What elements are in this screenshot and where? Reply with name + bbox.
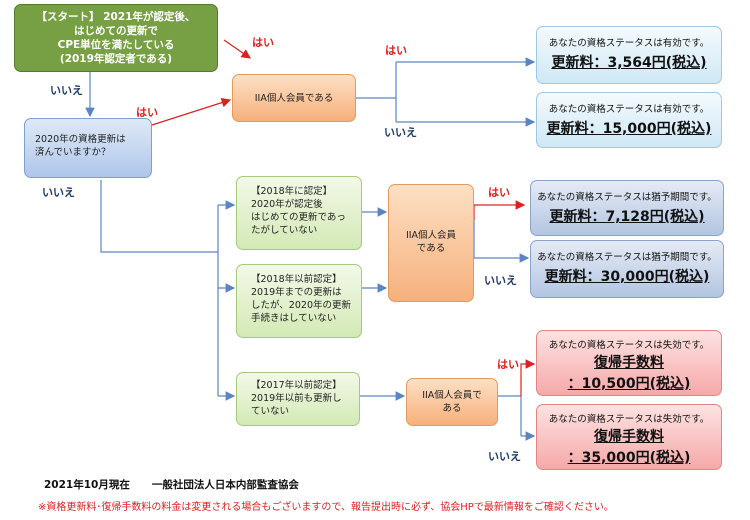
arrow-top-member-branch	[356, 61, 534, 123]
label-yes-mid-member: はい	[488, 186, 510, 199]
arrow-bottom-yes	[520, 359, 536, 396]
question-renewed-2020: 2020年の資格更新は 済んでいますか？	[24, 118, 152, 178]
result-grace-nonmember: あなたの資格ステータスは猶予期間です。 更新料：30,000円(税込)	[530, 240, 724, 298]
result-lapsed-member: あなたの資格ステータスは失効です。 復帰手数料 ：10,500円(税込)	[536, 330, 722, 396]
start-box: 【スタート】 2021年が認定後、 はじめての更新で CPE単位を満たしている …	[14, 4, 218, 72]
label-no-top-member: いいえ	[384, 126, 417, 139]
condition-certified-before-2017: 【2017年以前認定】 2019年以前も更新し ていない	[236, 372, 360, 426]
arrow-q-yes	[151, 97, 232, 126]
label-yes-renewed: はい	[136, 106, 158, 119]
footer-info: 2021年10月現在 一般社団法人日本内部監査協会	[44, 477, 299, 492]
question-iia-member-bottom: IIA個人会員で ある	[406, 378, 498, 426]
arrow-start-yes	[223, 39, 251, 59]
footer-date: 2021年10月現在	[44, 479, 130, 491]
arrow-q-no	[100, 180, 234, 397]
question-iia-member-mid: IIA個人会員 である	[388, 184, 474, 302]
label-yes-bottom-member: はい	[497, 358, 519, 371]
result-valid-nonmember: あなたの資格ステータスは有効です。 更新料：15,000円(税込)	[536, 92, 722, 148]
question-iia-member-top: IIA個人会員である	[232, 74, 356, 122]
result-lapsed-nonmember: あなたの資格ステータスは失効です。 復帰手数料 ：35,000円(税込)	[536, 404, 722, 470]
arrow-mid-yes	[473, 200, 526, 220]
result-grace-member: あなたの資格ステータスは猶予期間です。 更新料：7,128円(税込)	[530, 180, 724, 236]
footer-org: 一般社団法人日本内部監査協会	[151, 479, 299, 491]
label-no-bottom-member: いいえ	[488, 450, 521, 463]
label-yes-start: はい	[252, 36, 274, 49]
label-no-start: いいえ	[50, 84, 83, 97]
footer-note: ※資格更新料･復帰手数料の料金は変更される場合もございますので、報告提出時に必ず…	[38, 502, 614, 513]
result-valid-member: あなたの資格ステータスは有効です。 更新料：3,564円(税込)	[536, 26, 722, 84]
label-no-renewed: いいえ	[42, 186, 75, 199]
label-yes-top-member: はい	[385, 44, 407, 57]
condition-certified-before-2018: 【2018年以前認定】 2019年までの更新は したが、2020年の更新 手続き…	[236, 264, 362, 338]
label-no-mid-member: いいえ	[484, 274, 517, 287]
condition-certified-2018: 【2018年に認定】 2020年が認定後 はじめての更新であっ たがしていない	[236, 176, 362, 250]
